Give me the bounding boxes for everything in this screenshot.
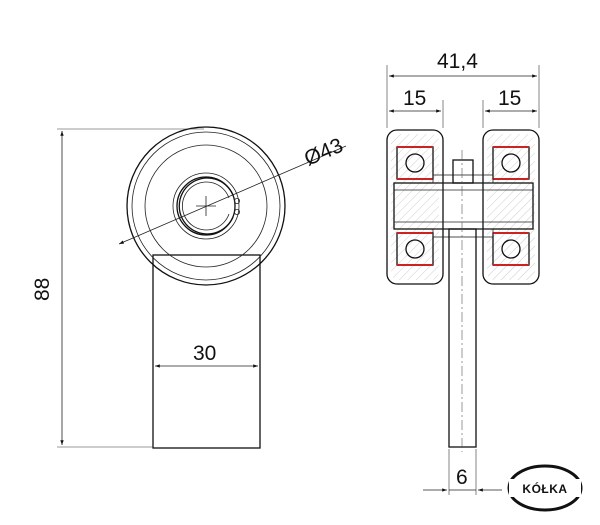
diameter-dimension-line bbox=[118, 145, 347, 245]
wheel-hub-circle bbox=[144, 144, 268, 268]
circlip-hole-bottom bbox=[233, 208, 240, 215]
height-label: 88 bbox=[31, 278, 54, 301]
section-view: 41,4 15 15 6 bbox=[386, 50, 540, 495]
circlip-hole-top bbox=[233, 197, 240, 204]
left-wheel-section bbox=[386, 129, 444, 285]
wheel-tread-circle bbox=[131, 131, 281, 281]
front-mounting-plate bbox=[152, 254, 261, 449]
left-15-label: 15 bbox=[403, 87, 426, 110]
bearing-outer-circle bbox=[172, 172, 240, 240]
circlip-ring-inner bbox=[182, 181, 230, 231]
bearing-inner-circle bbox=[176, 176, 236, 236]
front-view: Ø43 88 30 bbox=[31, 126, 347, 449]
plate-thickness-label: 6 bbox=[456, 466, 468, 489]
section-mounting-plate bbox=[448, 228, 477, 448]
circlip-ring bbox=[178, 177, 234, 235]
logo-text: KÓŁKA bbox=[522, 481, 567, 496]
right-wheel-section bbox=[482, 129, 540, 285]
right-bearings bbox=[492, 146, 530, 266]
kolka-logo: KÓŁKA bbox=[507, 464, 583, 512]
overall-width-label: 41,4 bbox=[437, 50, 478, 73]
width-label: 30 bbox=[193, 342, 216, 365]
right-15-label: 15 bbox=[498, 87, 521, 110]
diameter-label: Ø43 bbox=[301, 134, 347, 171]
left-bearings bbox=[396, 146, 434, 266]
wheel-outer-circle bbox=[126, 126, 286, 286]
